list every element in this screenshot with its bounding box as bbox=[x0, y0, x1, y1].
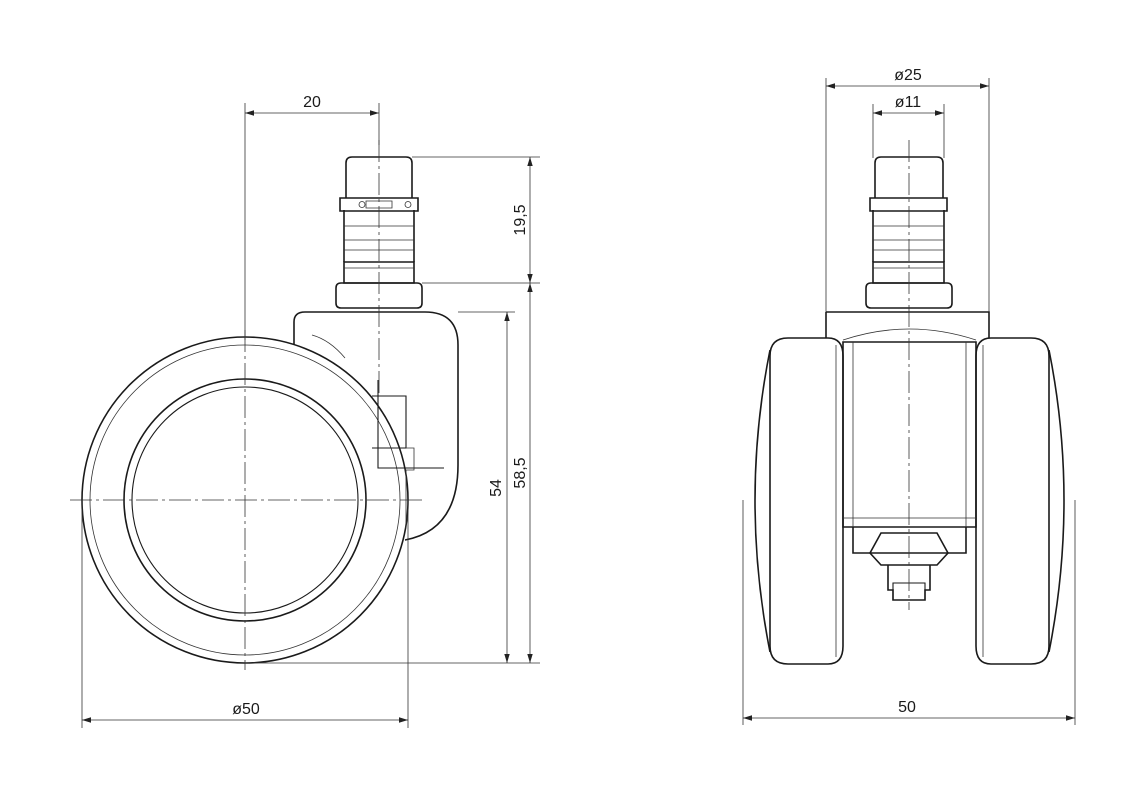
front-stem-flange bbox=[865, 282, 953, 309]
side-view: 20 19,5 54 58,5 ø50 bbox=[70, 94, 540, 728]
dim-total-label: 58,5 bbox=[512, 457, 529, 488]
dim-outer-label: ø25 bbox=[894, 67, 922, 84]
stem-base-flange bbox=[335, 282, 423, 309]
left-wheel-bulge bbox=[754, 349, 771, 653]
dim-width-label: 50 bbox=[898, 699, 916, 716]
housing-dome bbox=[842, 328, 977, 341]
stem-shaft bbox=[343, 210, 415, 262]
housing-top-plate bbox=[825, 311, 990, 338]
stem-pin-right bbox=[404, 201, 412, 208]
housing-inner-curve bbox=[377, 380, 444, 469]
front-view: ø25 ø11 50 bbox=[742, 67, 1076, 725]
stem-pin-left bbox=[358, 201, 366, 208]
left-wheel-outline bbox=[769, 337, 844, 665]
front-stem-groove bbox=[869, 197, 948, 212]
dim-stem-label: 19,5 bbox=[512, 204, 529, 235]
axle-hub bbox=[842, 341, 977, 528]
dim-stem-diameter-label: ø11 bbox=[895, 94, 921, 111]
dim-diameter-label: ø50 bbox=[232, 701, 260, 718]
dim-body-label: 54 bbox=[488, 479, 505, 497]
front-stem-collar bbox=[872, 261, 945, 284]
dim-offset-label: 20 bbox=[303, 94, 321, 111]
right-wheel-bulge bbox=[1048, 349, 1065, 653]
stem-groove-slot bbox=[365, 200, 393, 209]
stem-collar bbox=[343, 261, 415, 284]
stem-groove bbox=[339, 197, 419, 212]
housing-detail bbox=[372, 395, 407, 449]
bottom-bolt-head bbox=[869, 532, 949, 566]
housing-body bbox=[293, 311, 459, 541]
front-stem-shaft bbox=[872, 210, 945, 262]
right-wheel-outline bbox=[975, 337, 1050, 665]
housing-detail-2 bbox=[405, 447, 415, 528]
bottom-bracket bbox=[852, 527, 967, 554]
housing-recess bbox=[311, 334, 346, 359]
bottom-bolt-shank bbox=[887, 565, 931, 601]
